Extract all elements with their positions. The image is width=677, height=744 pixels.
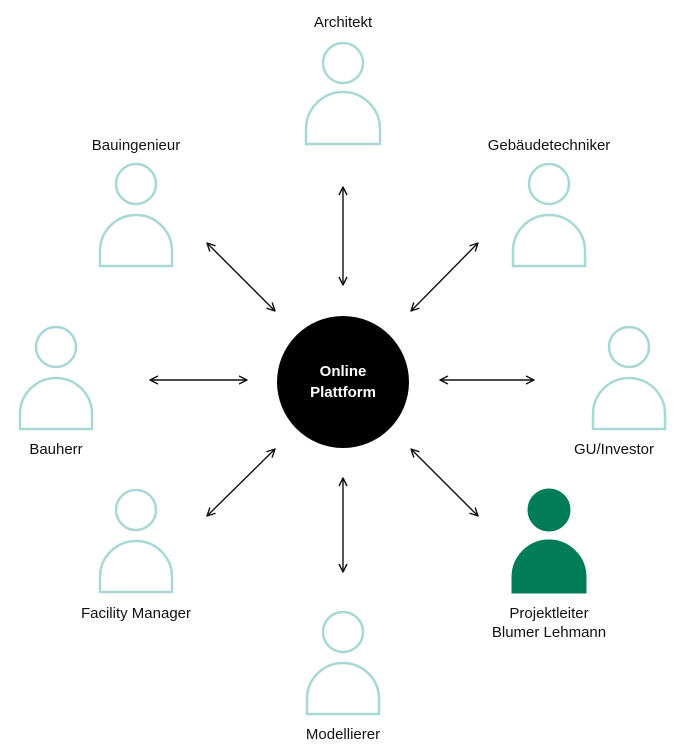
role-label-gu-investor: GU/Investor bbox=[574, 441, 655, 458]
hub-label-line1: Online bbox=[319, 363, 367, 380]
person-icon-bauingenieur bbox=[98, 162, 174, 268]
role-label-bauherr: Bauherr bbox=[29, 441, 83, 458]
hub-label-line2: Plattform bbox=[310, 384, 376, 401]
person-icon-gu-investor bbox=[591, 325, 667, 431]
hub-label: Online Plattform bbox=[277, 307, 409, 457]
person-icon-gebaeudetechniker bbox=[511, 162, 587, 268]
person-icon-projektleiter bbox=[511, 488, 587, 594]
arrow-projektleiter bbox=[410, 448, 479, 517]
role-label-projektleiter-line2: Blumer Lehmann bbox=[491, 624, 607, 641]
arrow-facility-manager bbox=[206, 448, 276, 517]
role-label-facility-manager: Facility Manager bbox=[80, 605, 192, 622]
person-icon-bauherr bbox=[18, 325, 94, 431]
role-label-architekt: Architekt bbox=[313, 14, 373, 31]
role-label-gebaeudetechniker: Gebäudetechniker bbox=[487, 137, 611, 154]
hub-circle bbox=[277, 316, 409, 448]
person-icon-architekt bbox=[304, 41, 382, 146]
role-label-modellierer: Modellierer bbox=[305, 726, 381, 743]
arrow-gebaeudetechniker bbox=[410, 242, 479, 312]
role-label-bauingenieur: Bauingenieur bbox=[91, 137, 181, 154]
person-icon-facility-manager bbox=[98, 488, 174, 594]
role-label-projektleiter-line1: Projektleiter bbox=[509, 605, 589, 622]
person-icon-modellierer bbox=[305, 610, 381, 716]
arrow-bauingenieur bbox=[206, 242, 276, 312]
role-label-projektleiter: Projektleiter Blumer Lehmann bbox=[459, 604, 639, 642]
